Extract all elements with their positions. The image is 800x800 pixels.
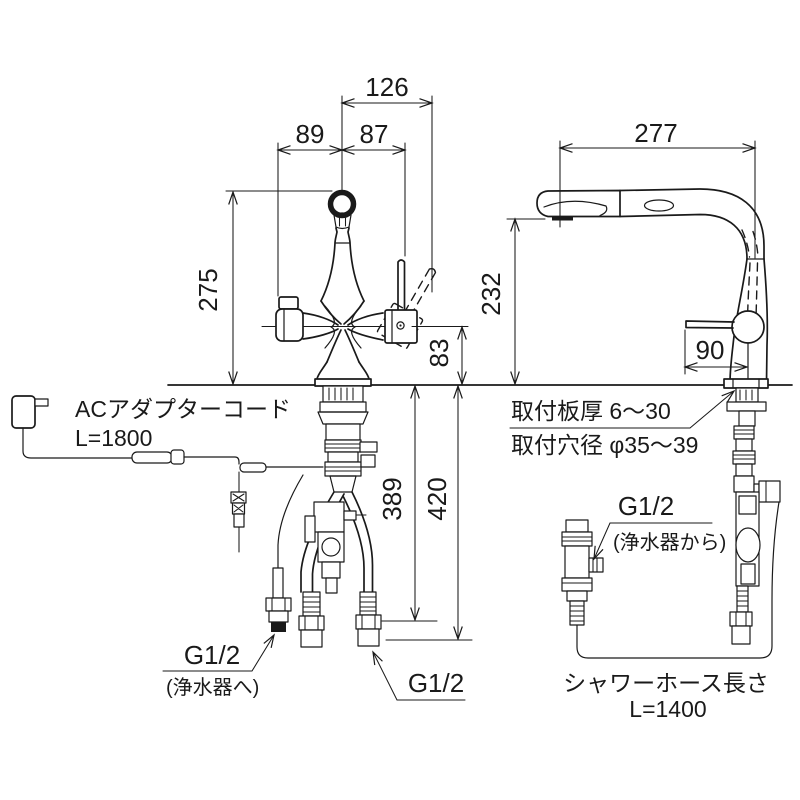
dim-text-389: 389 [377, 477, 407, 520]
spout-arm-bottom [619, 213, 748, 260]
left-handle [275, 296, 304, 342]
ac-cord-2 [183, 456, 240, 465]
right-hose-outer [351, 491, 374, 593]
side-hose-end [729, 585, 753, 645]
purifier-tube-connector [265, 474, 304, 632]
spout-tip [333, 212, 352, 230]
ac-adapter-prong [34, 398, 49, 407]
annotation-text: 126 89 87 277 275 232 83 90 389 420 ACアダ… [75, 72, 769, 722]
label-g12-left-note: (浄水器へ) [166, 676, 259, 699]
right-hose-inner [342, 496, 365, 593]
middle-hose-connector [298, 591, 325, 648]
dim-text-420: 420 [422, 477, 452, 520]
right-hose-connector [355, 591, 382, 647]
mounting-flange [726, 401, 767, 412]
label-mounting-thickness: 取付板厚 6〜30 [511, 398, 671, 424]
spout-arm-top [619, 188, 765, 260]
leader-mounting-thickness [509, 391, 734, 429]
ac-cord [22, 427, 133, 459]
label-g12-center: G1/2 [408, 668, 464, 698]
front-base-plate [314, 378, 372, 387]
cord-inline-connector [131, 451, 173, 464]
label-mounting-hole: 取付穴径 φ35〜39 [511, 432, 698, 458]
center-valve-unit [304, 501, 367, 594]
body-cross-center [302, 300, 384, 363]
leader-lines [162, 391, 734, 701]
label-g12-right-note: (浄水器から) [613, 531, 726, 554]
aerator [552, 216, 573, 221]
side-base-plate [723, 378, 769, 389]
side-body-left [729, 258, 748, 384]
body-left-edge [320, 227, 338, 302]
base-flare [316, 361, 370, 380]
internal-hose-dashed [746, 262, 759, 319]
shower-hose-loop [576, 501, 780, 659]
cord-connector-2 [239, 462, 267, 473]
side-valve-body [735, 491, 761, 587]
wire-plug-pair [230, 491, 247, 528]
label-g12-left: G1/2 [184, 640, 240, 670]
dim-text-83: 83 [424, 339, 454, 368]
spray-head [536, 189, 621, 218]
leader-g12-right [594, 522, 713, 559]
label-shower-hose-length: L=1400 [629, 696, 706, 722]
dim-text-126: 126 [365, 72, 408, 102]
label-ac-adapter-length: L=1800 [75, 425, 152, 451]
body-right-edge [347, 227, 365, 302]
ac-adapter-assembly [11, 395, 324, 553]
front-under-counter-assembly [265, 385, 382, 648]
dim-text-277: 277 [634, 118, 677, 148]
spout-outlet-ring [327, 189, 357, 219]
label-shower-hose: シャワーホース長さ [563, 670, 769, 696]
leader-g12-left [162, 635, 274, 672]
right-handle [384, 259, 418, 344]
dim-text-90: 90 [696, 335, 725, 365]
dim-text-89: 89 [296, 119, 325, 149]
label-ac-adapter: ACアダプターコード [75, 396, 291, 422]
leader-g12-center [373, 652, 466, 701]
right-handle-lever-rod [397, 259, 406, 311]
side-view-faucet [536, 188, 769, 389]
dim-text-87: 87 [360, 119, 389, 149]
side-lever-handle-hub [731, 310, 765, 344]
dim-text-232: 232 [476, 272, 506, 315]
dim-text-275: 275 [193, 268, 223, 311]
side-lever-bar [685, 320, 735, 329]
side-body-right [763, 258, 769, 384]
purifier-inlet-connector [561, 519, 604, 626]
spray-switch-button [643, 199, 675, 212]
side-under-counter-assembly [561, 387, 781, 659]
ac-adapter-plug [11, 395, 36, 429]
label-g12-right: G1/2 [618, 491, 674, 521]
dimension-lines [225, 95, 755, 641]
front-view-faucet [261, 189, 468, 387]
